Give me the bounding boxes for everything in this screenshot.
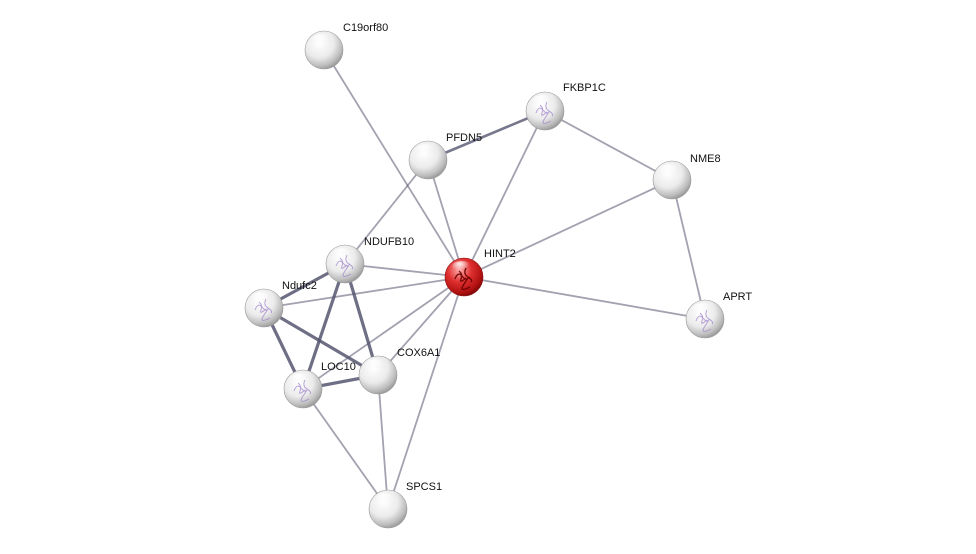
- node-highlight: [311, 34, 333, 48]
- edge-pfdn5-fkbp1c: [426, 109, 547, 162]
- node-pfdn5[interactable]: PFDN5: [408, 132, 482, 180]
- edge-ndufc2-hint2: [263, 276, 465, 309]
- node-nme8[interactable]: NME8: [652, 153, 721, 200]
- edge-fkbp1c-nme8: [544, 110, 673, 181]
- edge-hint2-aprt: [463, 276, 706, 320]
- node-highlight: [290, 373, 312, 387]
- edge-loc10-spcs1: [302, 388, 389, 510]
- node-label: COX6A1: [397, 347, 440, 359]
- node-cox6a1[interactable]: COX6A1: [358, 347, 440, 395]
- edge-c19orf80-hint2: [323, 49, 465, 278]
- edge-ndufb10-cox6a1: [343, 262, 380, 377]
- node-aprt[interactable]: APRT: [685, 291, 752, 339]
- edge-fkbp1c-hint2: [463, 110, 546, 278]
- edge-cox6a1-hint2: [377, 276, 465, 376]
- node-highlight: [692, 303, 714, 317]
- node-c19orf80[interactable]: C19orf80: [304, 22, 388, 70]
- node-spcs1[interactable]: SPCS1: [368, 481, 442, 529]
- node-ndufc2[interactable]: Ndufc2: [244, 280, 317, 328]
- edge-loc10-hint2: [302, 276, 465, 390]
- node-label: Ndufc2: [282, 280, 317, 292]
- node-label: FKBP1C: [563, 82, 606, 94]
- edges-layer: [262, 49, 706, 510]
- node-label: NME8: [690, 153, 721, 165]
- node-highlight: [415, 144, 437, 158]
- node-highlight: [451, 261, 473, 275]
- edge-nme8-aprt: [671, 179, 706, 320]
- edge-ndufb10-hint2: [344, 263, 465, 278]
- node-label: LOC10: [321, 361, 356, 373]
- node-highlight: [659, 164, 681, 178]
- node-label: HINT2: [484, 248, 516, 260]
- node-highlight: [365, 359, 387, 373]
- node-highlight: [375, 493, 397, 507]
- edge-spcs1-hint2: [387, 276, 465, 510]
- node-hint2[interactable]: HINT2: [444, 248, 516, 297]
- node-label: C19orf80: [343, 22, 388, 34]
- node-ndufb10[interactable]: NDUFB10: [325, 236, 414, 284]
- edge-cox6a1-spcs1: [377, 374, 389, 510]
- edge-nme8-hint2: [463, 179, 673, 278]
- node-label: PFDN5: [446, 132, 482, 144]
- node-highlight: [251, 292, 273, 306]
- node-label: SPCS1: [406, 481, 442, 493]
- edge-ndufb10-loc10: [301, 262, 347, 391]
- edge-ndufc2-cox6a1: [262, 306, 380, 377]
- node-label: APRT: [723, 291, 752, 303]
- node-loc10[interactable]: LOC10: [283, 361, 356, 409]
- edge-pfdn5-hint2: [427, 159, 465, 278]
- node-fkbp1c[interactable]: FKBP1C: [525, 82, 606, 131]
- node-highlight: [532, 95, 554, 109]
- node-highlight: [332, 248, 354, 262]
- node-label: NDUFB10: [364, 236, 414, 248]
- edge-pfdn5-ndufb10: [344, 159, 429, 265]
